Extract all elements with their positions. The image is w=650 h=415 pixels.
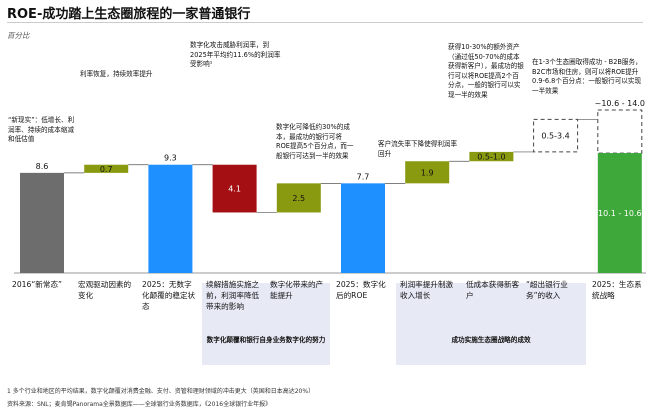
page-title: ROE-成功踏上生态圈旅程的一家普通银行: [7, 7, 251, 22]
value-label-10-top: ~10.6 - 14.0: [595, 99, 645, 108]
bar-2: [84, 164, 129, 173]
bar-8: [469, 151, 514, 162]
value-label-3: 9.3: [164, 154, 177, 163]
annotation-new-reality: “新现实”：低增长、利润率、持续的成本缩减和低估值: [8, 116, 75, 144]
group-panel-digital: [202, 283, 330, 365]
value-label-7: 1.9: [421, 168, 434, 177]
annotation-digital-attack: 数字化攻击威胁利润率，到2025年平均约11.6%的利润率受影响¹: [190, 41, 281, 69]
group-caption-ecosystem: 成功实施生态圈战略的成效: [451, 336, 531, 344]
value-label-2: 0.7: [100, 165, 113, 174]
category-label-8: 低成本获得新客户: [466, 280, 520, 300]
category-label-10: 2025：生态系统战略: [592, 280, 642, 300]
bar-10: [597, 153, 642, 273]
unit-label: 百分比: [7, 31, 30, 40]
category-label-3: 2025：无数字化颠覆的稳定状态: [142, 280, 196, 311]
value-label-10: 10.1 - 10.6: [598, 209, 642, 218]
category-label-2: 宏观驱动因素的变化: [78, 280, 132, 300]
category-label-9: “超出银行业务”的收入: [526, 280, 568, 300]
value-label-6: 7.7: [357, 172, 370, 181]
bar-6: [341, 183, 385, 273]
bar-9: [533, 118, 579, 153]
bar-3: [148, 164, 193, 273]
annotation-churn-reduction: 客户流失率下降使得利润率回升: [378, 140, 458, 158]
category-label-5: 数字化带来的产能提升: [270, 280, 324, 300]
bar-4: [212, 164, 257, 213]
annotation-ecosystem-success: 在1-3个生态圈取得成功 - B2B服务，B2C市场和住房，则可以将ROE提升0…: [532, 58, 642, 95]
bar-1: [20, 172, 64, 273]
source-note: 资料来源：SNL；麦肯锡Panorama全景数据库——全球银行业务数据库，《20…: [7, 401, 272, 408]
title-divider: [7, 22, 643, 23]
value-label-8: 0.5-1.0: [477, 153, 505, 162]
value-label-4: 4.1: [228, 185, 241, 194]
annotation-extra-assets: 获得10-30%的额外资产（通过低50-70%的成本获得新客户），最成功的银行可…: [448, 43, 524, 99]
category-label-7: 利润率提升制激收入增长: [400, 280, 454, 300]
bar-7: [405, 161, 450, 184]
annotation-cost-reduction: 数字化可降低约30%的成本，最成功的银行可将ROE提高5个百分点，而一般银行可达…: [276, 123, 354, 160]
bar-5: [276, 183, 321, 213]
group-panel-ecosystem: [396, 283, 586, 365]
group-caption-digital: 数字化颠覆和银行自身业务数字化的努力: [206, 336, 326, 344]
annotation-rate-recovery: 利率恢复，持续效率提升: [80, 70, 153, 78]
category-label-6: 2025：数字化后的ROE: [336, 280, 386, 300]
bar-10-range: [597, 109, 643, 154]
footnote: 1 多个行业和地区的平均结果，数字化颠覆对消费金融、支付、资管和理财领域的冲击更…: [7, 388, 315, 395]
category-label-1: 2016“新常态”: [12, 280, 62, 289]
category-label-4: 续解措施实施之前，利润率降低带来的影响: [206, 280, 260, 311]
value-label-1: 8.6: [36, 162, 49, 171]
value-label-9: 0.5-3.4: [541, 132, 569, 141]
value-label-5: 2.5: [292, 194, 305, 203]
